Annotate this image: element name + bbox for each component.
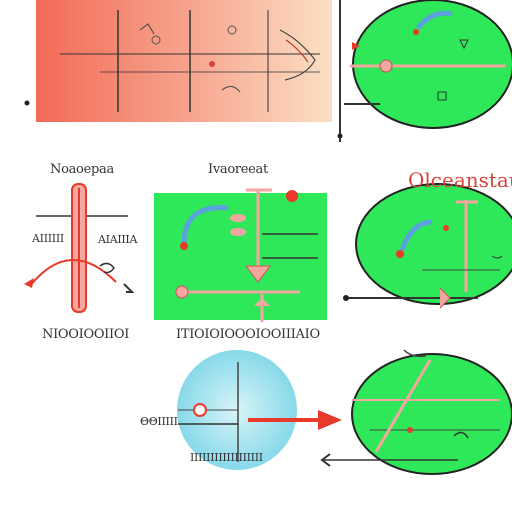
row3-mid-caption: ΙΤΙΟΙΟΙΟΟΟΙΟΟΙΙΙΑΙΟ	[176, 327, 320, 342]
row4-bottom-caption: ΙΙΙΙΙΙΙΙΙΙΙΙΙΙΙΙΙΙ	[190, 451, 263, 464]
row2-left-side-label-b: ΑΙΑΙΙΙΑ	[98, 233, 138, 246]
row2-right-arrow	[439, 287, 451, 309]
red-pointer	[352, 42, 360, 50]
row2-right-title: Olceanstaus	[408, 168, 512, 192]
top-gradient-panel	[36, 0, 332, 122]
bottom-pointer-arrow	[320, 453, 458, 467]
top-right-green-ellipse	[350, 0, 512, 129]
middle-green-panel	[154, 188, 327, 322]
row3-left-caption: ΝΙΟΟΙΟΟΙΙΟΙ	[42, 327, 130, 342]
row2-right-green-ellipse	[355, 183, 512, 305]
bottom-right-green-ellipse	[351, 349, 512, 475]
row4-left-side-label: ΘΘΙΙΙΙΙ	[140, 415, 178, 428]
cyan-circle-diagram	[177, 350, 297, 470]
row2-right-pointer-dot	[343, 295, 349, 301]
row2-mid-title: Ιvaoreeat	[208, 162, 268, 177]
red-right-arrow	[248, 410, 342, 430]
axis-end-dot	[337, 133, 343, 139]
row2-left-title: Νoaoepaa	[50, 162, 114, 177]
row2-left-side-label-a: ΑΙΙΙΙΙΙ	[32, 232, 64, 245]
left-bar-diagram	[24, 183, 135, 313]
bullet-dot	[24, 100, 30, 106]
